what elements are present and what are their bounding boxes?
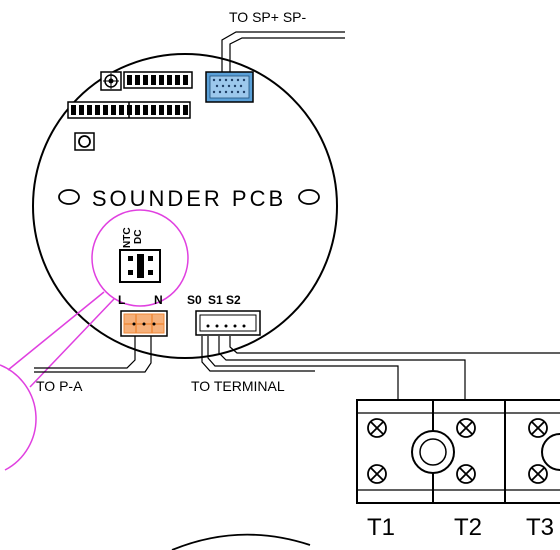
label-to-speaker: TO SP+ SP- [229, 9, 306, 25]
lower-housing-arc [171, 533, 311, 550]
signal-connector [195, 310, 261, 336]
speaker-leader [221, 31, 345, 72]
label-s2: S2 [226, 293, 241, 307]
label-s0: S0 [187, 293, 202, 307]
label-to-pa: TO P-A [36, 378, 83, 394]
label-ntc: NTC [122, 227, 133, 248]
label-l: L [118, 293, 125, 307]
terminal-block [356, 399, 560, 504]
mounting-hole-right [298, 189, 320, 205]
power-connector [120, 310, 168, 337]
screw-icon [528, 464, 548, 484]
screw-icon [367, 464, 387, 484]
highlight-leader-2 [29, 298, 115, 388]
terminal-hole [541, 433, 560, 471]
label-t2: T2 [454, 514, 482, 541]
terminal-leader [201, 336, 560, 400]
speaker-connector [205, 71, 254, 103]
mounting-hole-left [58, 189, 80, 205]
label-to-terminal: TO TERMINAL [191, 378, 285, 394]
pa-leader [34, 336, 152, 373]
screw-icon [528, 418, 548, 438]
screw-icon [456, 464, 476, 484]
label-dc: DC [133, 230, 144, 244]
dip-switch-block-top [123, 71, 193, 89]
push-button-component [74, 132, 95, 151]
highlight-circle-zoom [0, 364, 37, 471]
screw-icon [367, 418, 387, 438]
label-t1: T1 [367, 514, 395, 541]
rotary-selector [100, 71, 122, 91]
label-s1: S1 [208, 293, 223, 307]
sounder-pcb-outline [32, 53, 338, 359]
label-t3: T3 [526, 514, 554, 541]
highlight-circle-jumper [91, 209, 189, 307]
highlight-leader-1 [7, 291, 105, 371]
label-n: N [154, 293, 163, 307]
board-title: SOUNDER PCB [92, 186, 286, 211]
screw-icon [456, 418, 476, 438]
ntc-dc-jumper [119, 249, 161, 283]
terminal-hole [411, 430, 455, 474]
dip-switch-block-middle [67, 101, 191, 119]
